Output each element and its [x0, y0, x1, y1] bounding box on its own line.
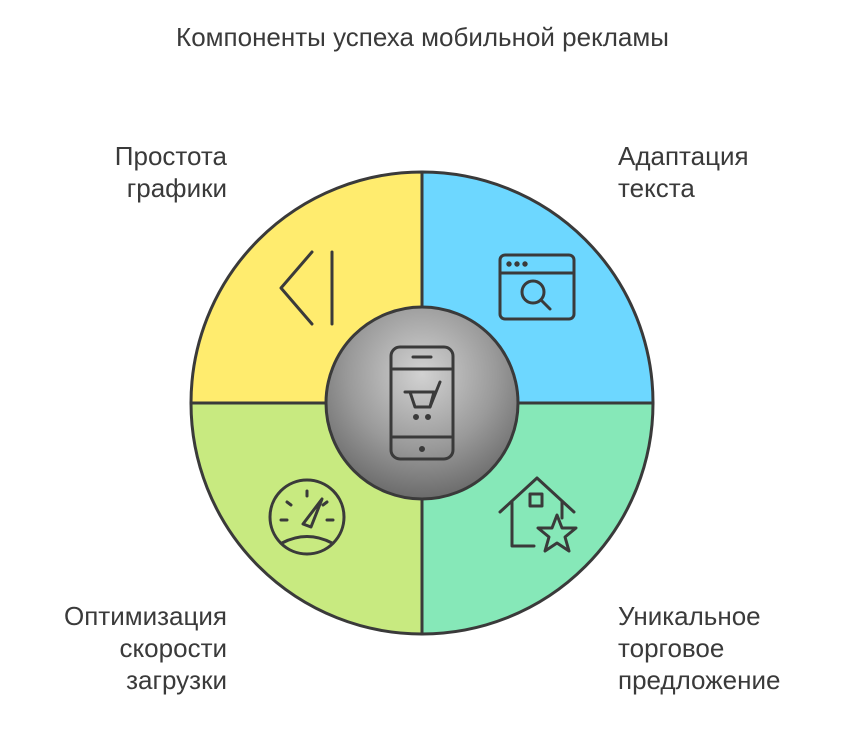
- label-speed: Оптимизация скорости загрузки: [63, 601, 227, 695]
- diagram-title: Компоненты успеха мобильной рекламы: [176, 22, 669, 52]
- speedometer-icon: [268, 478, 346, 556]
- chevron-left-bar-icon: [279, 250, 334, 326]
- center-circle: [324, 305, 520, 501]
- label-graphics: Простота графики: [114, 141, 227, 203]
- browser-search-icon: [498, 253, 576, 321]
- label-text: Адаптация текста: [618, 141, 749, 203]
- house-star-icon: [498, 476, 578, 553]
- label-usp: Уникальное торговое предложение: [618, 601, 781, 695]
- smartphone-cart-icon: [389, 345, 455, 461]
